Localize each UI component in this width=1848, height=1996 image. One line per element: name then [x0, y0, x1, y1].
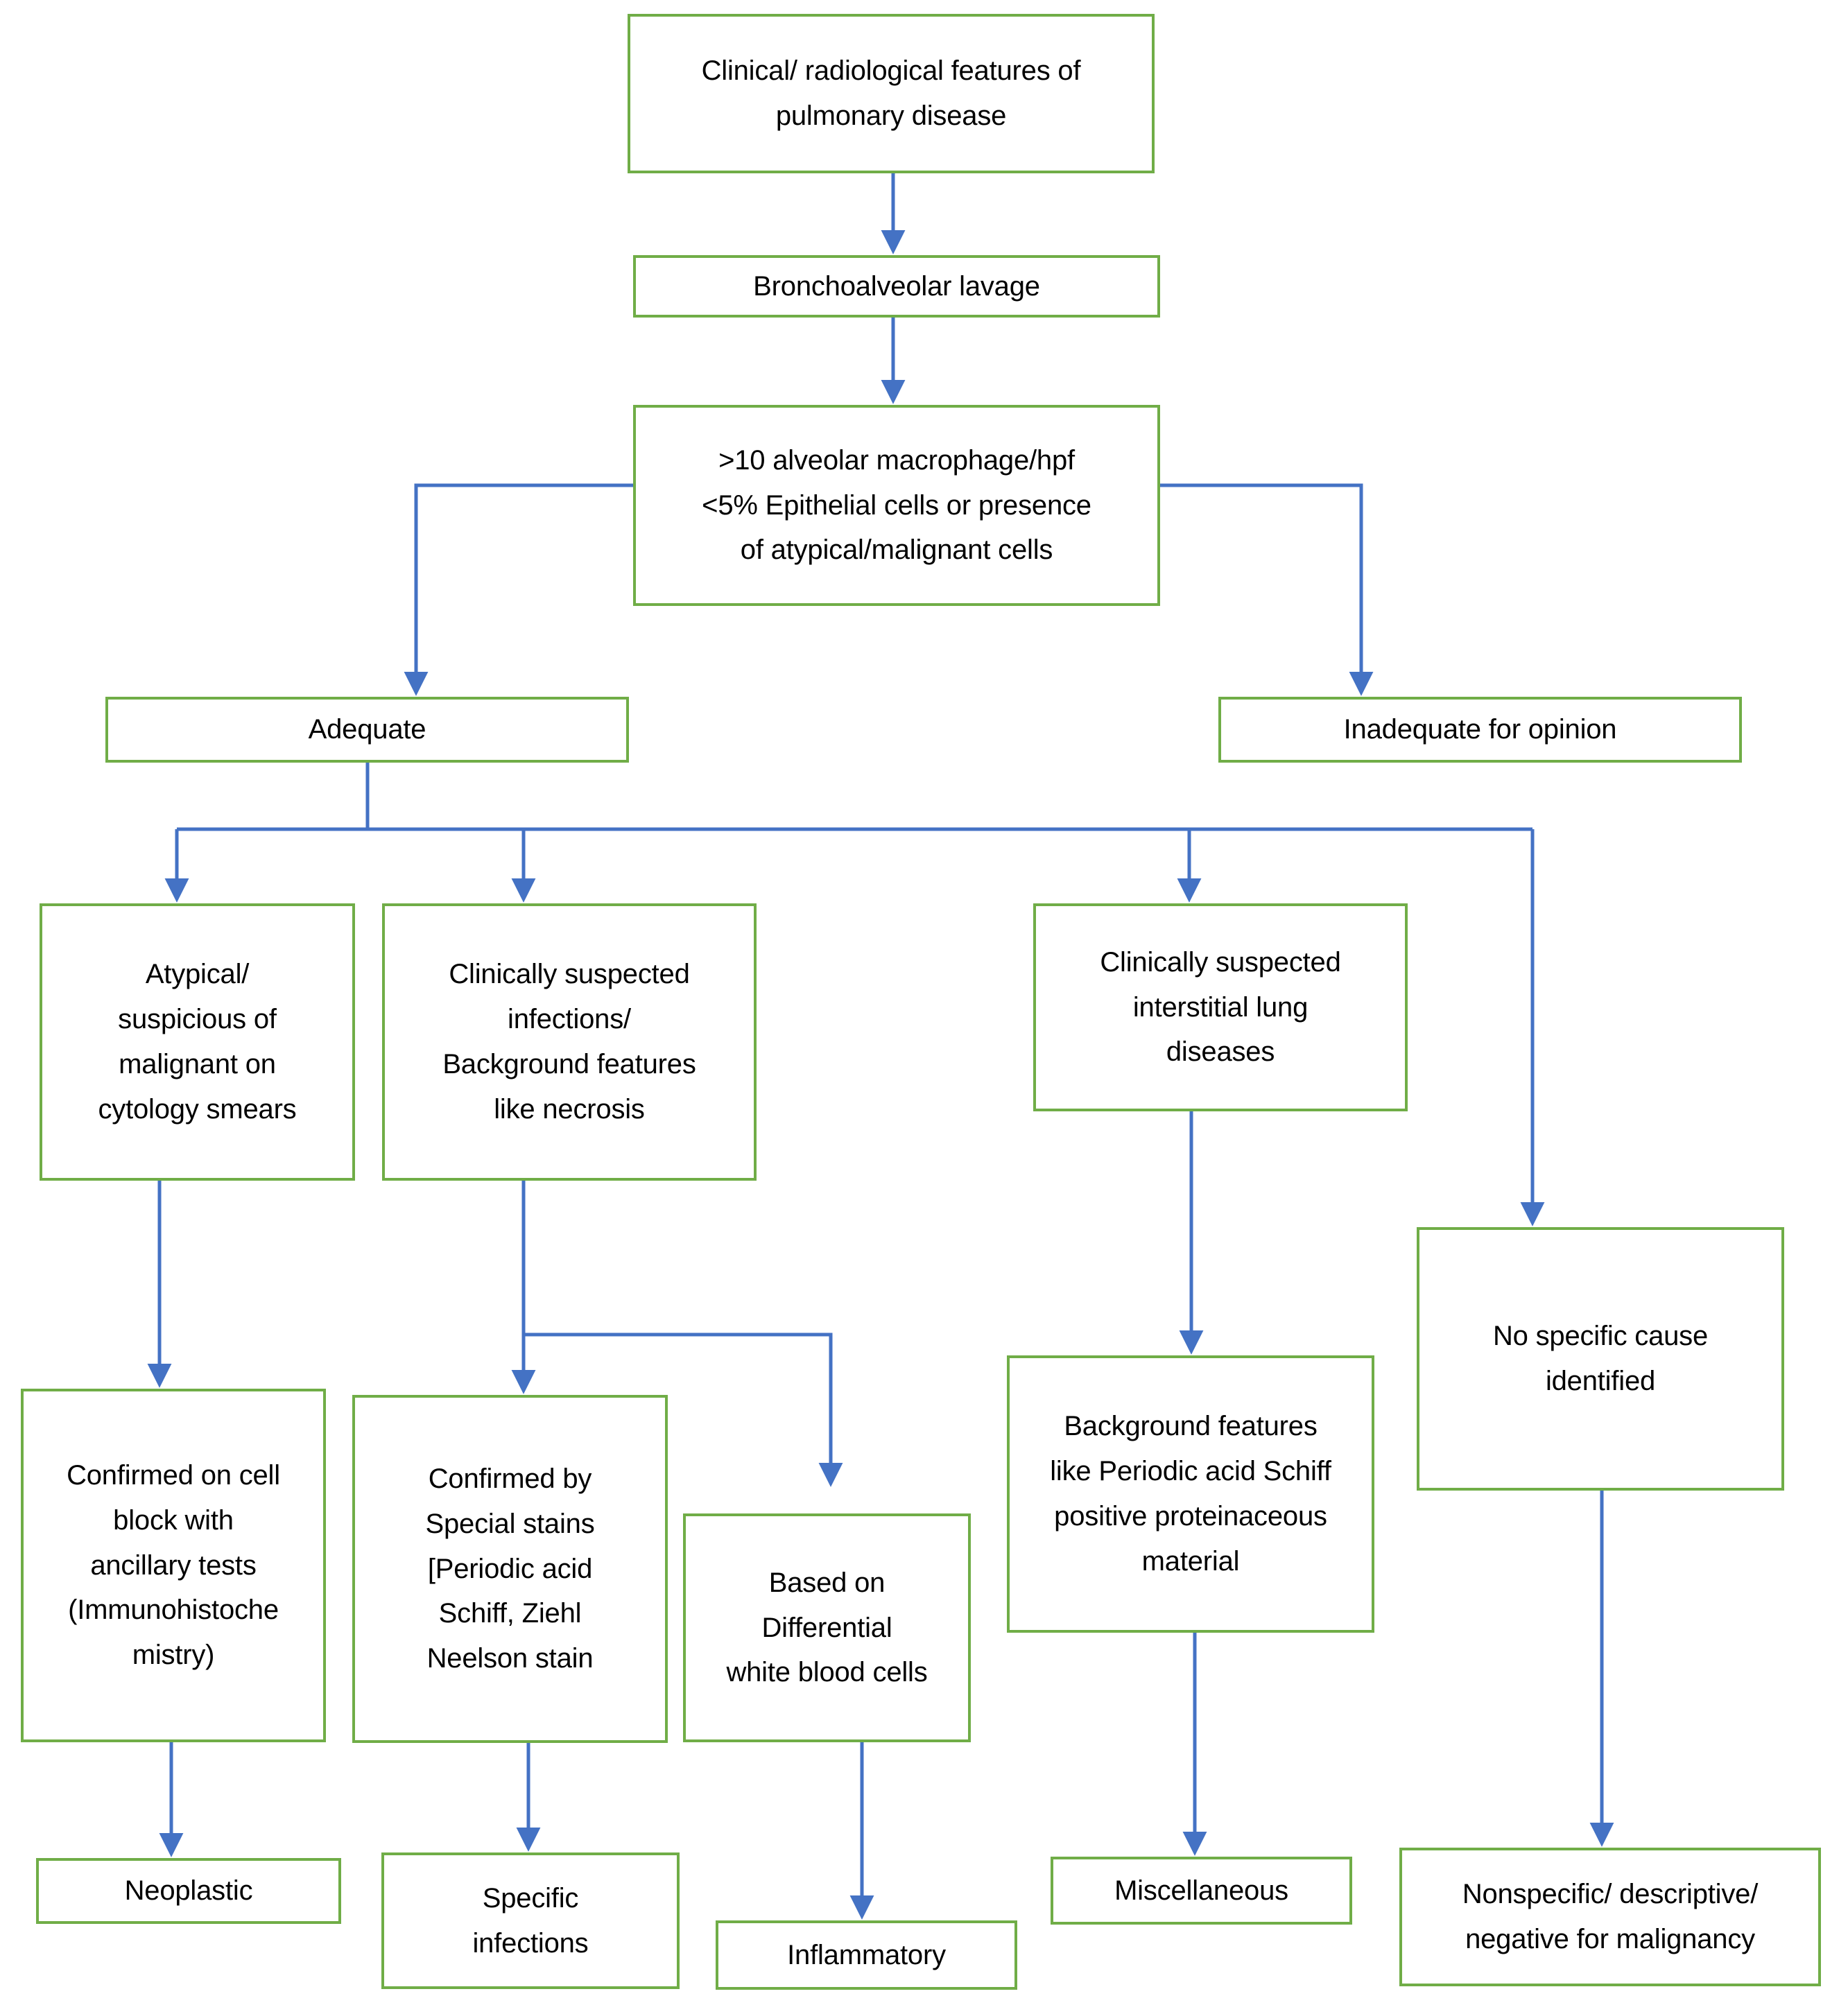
node-nonspecific-descriptive[interactable]: Nonspecific/ descriptive/negative for ma… [1399, 1848, 1821, 1986]
node-label-line: like necrosis [494, 1093, 645, 1125]
node-label-line: Miscellaneous [1114, 1875, 1288, 1906]
node-label-line: Based on [768, 1567, 886, 1598]
node-label-line: Differential [761, 1612, 892, 1643]
node-label-line: Specific [482, 1882, 579, 1913]
node-label-line: Special stains [425, 1508, 595, 1539]
edge-criteria-to-adequate [404, 483, 633, 696]
node-label-line: Inflammatory [787, 1939, 946, 1970]
node-label-line: Inadequate for opinion [1343, 714, 1617, 745]
node-label-line: [Periodic acid [427, 1553, 593, 1584]
node-based-on-differential[interactable]: Based on Differential white blood cells [683, 1513, 971, 1742]
node-label-line: Clinically suspected [449, 959, 690, 990]
node-label-line: Bronchoalveolar lavage [753, 270, 1040, 302]
node-label-line: infections/ [508, 1004, 631, 1035]
edge-criteria-to-inadequate [1160, 483, 1374, 696]
node-confirmed-special-stains[interactable]: Confirmed by Special stains [Periodic acid… [352, 1395, 668, 1743]
node-label-line: pulmonary disease [775, 101, 1007, 131]
node-label-line: No specific cause [1492, 1321, 1709, 1352]
node-label-line: interstitial lung [1132, 991, 1309, 1023]
node-suspected-ild[interactable]: Clinically suspected interstitial lung dis… [1033, 903, 1408, 1111]
node-label-line: Clinically suspected [1100, 946, 1341, 978]
node-neoplastic[interactable]: Neoplastic [36, 1858, 341, 1924]
node-label-line: Background features [1064, 1411, 1318, 1442]
node-adequate[interactable]: Adequate [105, 697, 629, 763]
node-label-line: of atypical/malignant cells [740, 535, 1053, 566]
node-label-line: like Periodic acid Schiff [1050, 1456, 1331, 1487]
node-label-line: Confirmed by [428, 1464, 592, 1494]
node-label-line: Nonspecific/ descriptive/ [1462, 1879, 1759, 1910]
node-label-line: block with [113, 1504, 234, 1536]
node-label-line: identified [1545, 1366, 1656, 1396]
node-label-line: Clinical/ radiological features of [701, 55, 1081, 87]
node-label-line: infections [472, 1927, 589, 1959]
node-inadequate-for-opinion[interactable]: Inadequate for opinion [1218, 697, 1742, 763]
node-label-line: Neelson stain [426, 1643, 594, 1674]
node-label-line: Atypical/ [145, 959, 250, 990]
node-label-line: white blood cells [726, 1657, 928, 1688]
node-label-line: mistry) [132, 1640, 215, 1671]
node-inflammatory[interactable]: Inflammatory [716, 1920, 1017, 1990]
node-clinical-features[interactable]: Clinical/ radiological features of pulmon… [628, 14, 1155, 173]
node-label-line: suspicious of [118, 1004, 277, 1035]
node-label-line: negative for malignancy [1465, 1924, 1755, 1954]
node-confirmed-cell-block[interactable]: Confirmed on cell block with ancillary tes… [21, 1389, 326, 1742]
node-label-line: Background features [442, 1049, 696, 1079]
node-label-line: ancillary tests [90, 1550, 257, 1581]
node-label-line: malignant on [119, 1049, 276, 1079]
node-label-line: >10 alveolar macrophage/hpf [718, 444, 1075, 476]
node-label-line: material [1141, 1545, 1240, 1577]
edge-group-bus [177, 763, 1532, 831]
node-specific-infections[interactable]: Specific infections [381, 1852, 680, 1989]
node-adequacy-criteria[interactable]: >10 alveolar macrophage/hpf <5% Epithelia… [633, 405, 1160, 606]
node-label-line: positive proteinaceous [1054, 1501, 1327, 1531]
node-label-line: cytology smears [98, 1093, 297, 1125]
node-label-line: <5% Epithelial cells or presence [702, 489, 1091, 521]
node-label-line: Neoplastic [124, 1875, 253, 1907]
node-background-pas-material[interactable]: Background features like Periodic acid Sc… [1007, 1355, 1374, 1633]
node-bronchoalveolar-lavage[interactable]: Bronchoalveolar lavage [633, 255, 1160, 318]
node-label-line: diseases [1166, 1036, 1275, 1068]
node-miscellaneous[interactable]: Miscellaneous [1051, 1857, 1352, 1925]
node-label-line: (Immunohistoche [68, 1595, 279, 1626]
node-label-line: Confirmed on cell [67, 1460, 280, 1491]
node-atypical-suspicious[interactable]: Atypical/suspicious of malignant on cytolo… [40, 903, 355, 1181]
node-no-specific-cause[interactable]: No specific cause identified [1417, 1227, 1784, 1491]
node-label-line: Adequate [308, 714, 426, 745]
node-suspected-infections[interactable]: Clinically suspected infections/Backgroun… [382, 903, 757, 1181]
node-label-line: Schiff, Ziehl [438, 1598, 582, 1629]
